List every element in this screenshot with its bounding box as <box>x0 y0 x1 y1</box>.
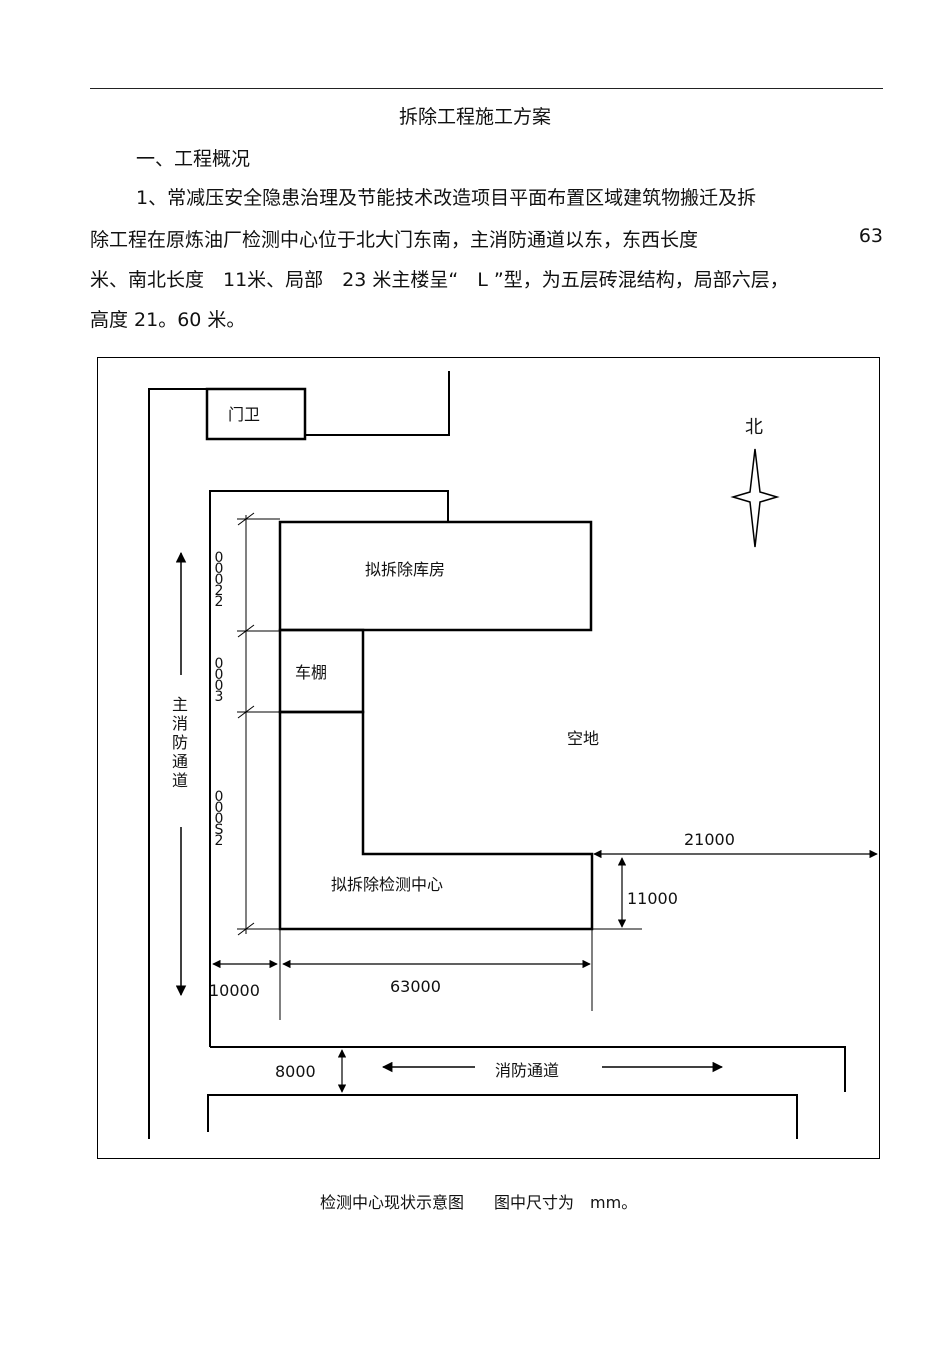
paragraph-line-3: 米、南北长度 11米、局部 23 米主楼呈“ L ”型，为五层砖混结构，局部六层… <box>90 269 789 291</box>
dimension-21000: 21000 <box>684 830 735 849</box>
site-boundary <box>209 490 449 1047</box>
test-center-label: 拟拆除检测中心 <box>331 875 444 894</box>
fire-road-label: 消防通道 <box>495 1061 560 1080</box>
north-wall <box>305 371 450 436</box>
paragraph-line-2-text: 除工程在原炼油厂检测中心位于北大门东南，主消防通道以东，东西长度 <box>90 229 699 251</box>
site-plan-figure: 门卫 北 拟拆除库房 车棚 空地 拟拆除检测中心 主消防通道 消防通道 2100… <box>97 357 880 1159</box>
dimension-10000: 10000 <box>209 981 260 1000</box>
warehouse-label: 拟拆除库房 <box>365 560 446 579</box>
north-label: 北 <box>745 417 763 438</box>
dimension-8000: 8000 <box>275 1062 316 1081</box>
paragraph-line-2: 除工程在原炼油厂检测中心位于北大门东南，主消防通道以东，东西长度 63 <box>90 225 883 252</box>
gate-label: 门卫 <box>228 405 261 424</box>
road-edge-south-north <box>210 1046 846 1092</box>
dimension-vertical-bottom: 000S2 <box>214 789 224 849</box>
open-space-label: 空地 <box>567 729 600 748</box>
road-edge-south-south <box>207 1094 798 1139</box>
carport-label: 车棚 <box>295 663 328 682</box>
dimension-vertical-middle: 0003 <box>214 656 224 705</box>
gate-house <box>205 387 307 441</box>
document-title: 拆除工程施工方案 <box>398 106 551 128</box>
main-fire-road-label: 主消防通道 <box>171 695 188 790</box>
dimension-63000: 63000 <box>390 977 441 996</box>
figure-frame <box>97 357 880 1159</box>
test-center-building <box>278 710 594 931</box>
site-plan-drawing <box>97 357 880 1159</box>
paragraph-line-4: 高度 21。60 米。 <box>90 309 246 331</box>
caption-title: 检测中心现状示意图 <box>320 1193 465 1212</box>
compass-star-icon <box>730 448 780 548</box>
dimension-11000: 11000 <box>627 889 678 908</box>
caption-unit-note: 图中尺寸为 mm。 <box>494 1193 638 1212</box>
section-heading: 一、工程概况 <box>136 148 251 170</box>
header-rule <box>90 88 883 89</box>
paragraph-line-2-end: 63 <box>858 225 883 247</box>
road-edge-west <box>148 388 207 1139</box>
warehouse-building <box>278 520 593 632</box>
dimension-vertical-top: 00022 <box>214 550 224 610</box>
paragraph-line-1: 1、常减压安全隐患治理及节能技术改造项目平面布置区域建筑物搬迁及拆 <box>136 187 757 209</box>
figure-caption: 检测中心现状示意图 图中尺寸为 mm。 <box>320 1189 637 1213</box>
